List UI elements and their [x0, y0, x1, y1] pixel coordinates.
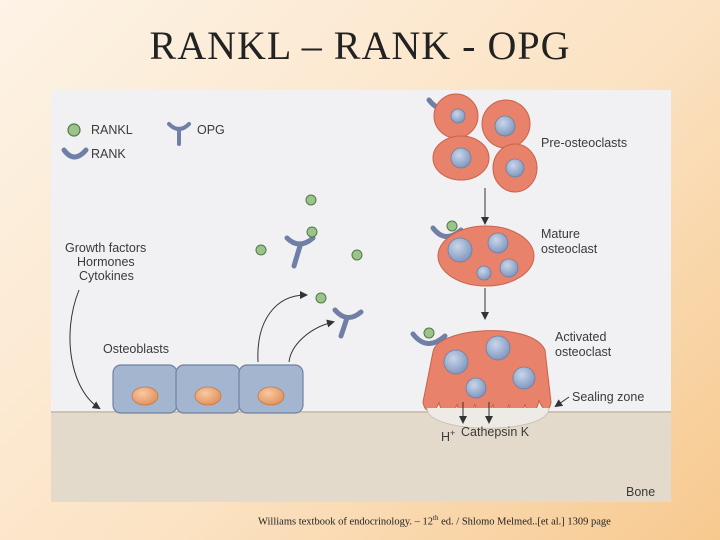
- rankl-molecule: [352, 250, 362, 260]
- activated-label-line1: Activated: [555, 330, 606, 344]
- mature-label-line2: osteoclast: [541, 242, 598, 256]
- opg-molecule: [335, 310, 361, 336]
- opg-icon: [169, 124, 189, 144]
- rank-icon: [64, 150, 86, 157]
- pre-osteoclasts: [429, 94, 537, 192]
- osteoblasts-label: Osteoblasts: [103, 342, 169, 356]
- rankl-icon: [68, 124, 80, 136]
- hormones-label: Hormones: [77, 255, 135, 269]
- bone-surface: [51, 412, 671, 502]
- release-arrow: [289, 322, 333, 362]
- legend-rankl-label: RANKL: [91, 123, 133, 137]
- cathepsin-label: Cathepsin K: [461, 425, 530, 439]
- sealing-zone-arrow: [556, 397, 569, 406]
- rankl-molecule: [306, 195, 316, 205]
- activated-osteoclast: [413, 328, 551, 428]
- citation: Williams textbook of endocrinology. – 12…: [258, 514, 611, 528]
- rankl-molecule: [256, 245, 266, 255]
- legend: RANKL OPG RANK: [64, 123, 225, 161]
- mature-osteoclast: [433, 221, 534, 286]
- release-arrow: [258, 295, 306, 362]
- signal-arrow: [70, 290, 99, 408]
- free-molecules: [256, 195, 362, 336]
- pre-osteoclasts-label: Pre-osteoclasts: [541, 136, 627, 150]
- legend-opg-label: OPG: [197, 123, 225, 137]
- opg-rankl-complex: [287, 227, 317, 266]
- osteoblast-cells: [113, 365, 303, 413]
- rankl-rank-opg-diagram: Bone RANKL OPG RANK Growth factors Hormo…: [51, 90, 671, 502]
- activated-label-line2: osteoclast: [555, 345, 612, 359]
- mature-label-line1: Mature: [541, 227, 580, 241]
- rankl-molecule: [316, 293, 326, 303]
- slide-title: RANKL – RANK - OPG: [0, 22, 720, 69]
- sealing-zone-label: Sealing zone: [572, 390, 644, 404]
- bone-label: Bone: [626, 485, 655, 499]
- cytokines-label: Cytokines: [79, 269, 134, 283]
- legend-rank-label: RANK: [91, 147, 126, 161]
- growth-factors-label: Growth factors: [65, 241, 146, 255]
